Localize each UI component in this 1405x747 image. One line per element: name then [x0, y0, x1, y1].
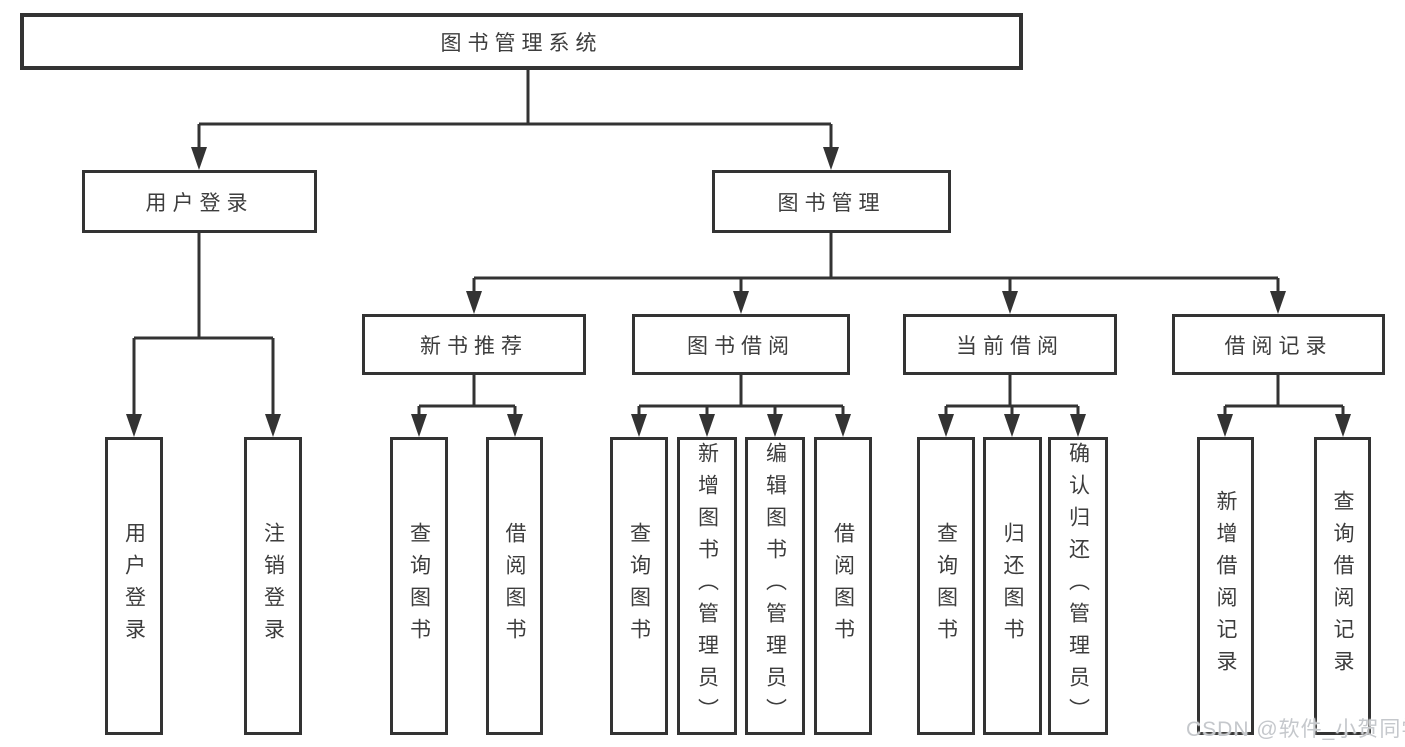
leaf-edit-books-admin-label: 编辑图书（管理员） [763, 442, 787, 730]
leaf-query-borrow-record: 查询借阅记录 [1314, 437, 1371, 735]
leaf-return-books-label: 归还图书 [1001, 522, 1024, 650]
leaf-return-books: 归还图书 [983, 437, 1042, 735]
leaf-confirm-return-admin: 确认归还（管理员） [1048, 437, 1108, 735]
connector-lines [132, 70, 1345, 417]
node-book-management-label: 图书管理 [777, 191, 886, 215]
leaf-borrow-books: 借阅图书 [814, 437, 872, 735]
leaf-query-books-borrowing-label: 查询图书 [627, 522, 651, 650]
leaf-logout: 注销登录 [244, 437, 302, 735]
node-library-system-label: 图书管理系统 [440, 31, 603, 55]
leaf-logout-label: 注销登录 [261, 522, 285, 650]
node-book-management: 图书管理 [712, 170, 951, 233]
node-user-login-label: 用户登录 [145, 191, 254, 215]
leaf-query-books-current-label: 查询图书 [934, 522, 958, 650]
node-book-borrowing-label: 图书借阅 [687, 334, 795, 358]
node-new-book-recommend: 新书推荐 [362, 314, 586, 375]
node-library-system: 图书管理系统 [20, 13, 1023, 70]
node-borrowing-records-label: 借阅记录 [1224, 334, 1333, 358]
leaf-add-books-admin-label: 新增图书（管理员） [695, 442, 719, 730]
leaf-user-login-label: 用户登录 [122, 522, 146, 650]
leaf-user-login: 用户登录 [105, 437, 163, 735]
leaf-edit-books-admin: 编辑图书（管理员） [745, 437, 805, 735]
leaf-borrow-books-recommend-label: 借阅图书 [503, 522, 526, 650]
node-current-borrowing: 当前借阅 [903, 314, 1117, 375]
node-book-borrowing: 图书借阅 [632, 314, 850, 375]
leaf-query-books-current: 查询图书 [917, 437, 975, 735]
leaf-add-books-admin: 新增图书（管理员） [677, 437, 737, 735]
leaf-query-books-recommend: 查询图书 [390, 437, 448, 735]
node-new-book-recommend-label: 新书推荐 [420, 334, 528, 358]
arrowheads [126, 147, 1351, 437]
leaf-add-borrow-record: 新增借阅记录 [1197, 437, 1254, 735]
leaf-borrow-books-recommend: 借阅图书 [486, 437, 543, 735]
watermark: CSDN @软件_小贺同学 [1186, 718, 1405, 741]
node-user-login: 用户登录 [82, 170, 317, 233]
leaf-query-books-borrowing: 查询图书 [610, 437, 668, 735]
leaf-query-books-recommend-label: 查询图书 [407, 522, 431, 650]
leaf-query-borrow-record-label: 查询借阅记录 [1331, 490, 1354, 682]
leaf-add-borrow-record-label: 新增借阅记录 [1214, 490, 1237, 682]
node-borrowing-records: 借阅记录 [1172, 314, 1385, 375]
node-current-borrowing-label: 当前借阅 [956, 334, 1064, 358]
leaf-confirm-return-admin-label: 确认归还（管理员） [1066, 442, 1090, 730]
leaf-borrow-books-label: 借阅图书 [831, 522, 855, 650]
